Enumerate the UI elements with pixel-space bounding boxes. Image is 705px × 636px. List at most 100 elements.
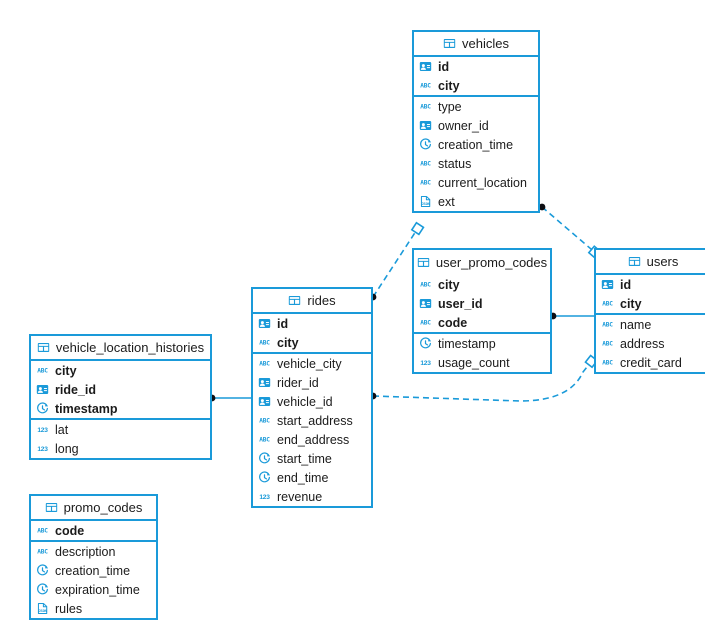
abc-text-icon: ABC (419, 316, 432, 329)
column-name-label: id (277, 316, 289, 331)
column-name-label: city (620, 296, 642, 311)
column-row-timestamp[interactable]: timestamp (414, 334, 550, 353)
abc-text-icon: ABC (601, 297, 614, 310)
svg-text:ABC: ABC (37, 368, 48, 375)
column-name-label: creation_time (438, 137, 514, 152)
svg-text:ABC: ABC (259, 361, 270, 368)
column-row-long[interactable]: 123 long (31, 439, 210, 458)
column-name-label: long (55, 441, 79, 456)
column-name-label: code (438, 315, 468, 330)
column-row-creation_time[interactable]: creation_time (31, 561, 156, 580)
column-name-label: start_time (277, 451, 332, 466)
table-name-label: rides (307, 293, 336, 308)
column-row-type[interactable]: ABC type (414, 97, 538, 116)
column-row-creation_time[interactable]: creation_time (414, 135, 538, 154)
column-name-label: id (620, 277, 632, 292)
column-name-label: rules (55, 601, 83, 616)
column-name-label: user_id (438, 296, 483, 311)
key-row-city[interactable]: ABC city (596, 294, 705, 313)
column-row-name[interactable]: ABC name (596, 315, 705, 334)
svg-text:123: 123 (37, 446, 48, 453)
column-row-rider_id[interactable]: rider_id (253, 373, 371, 392)
column-name-label: end_address (277, 432, 350, 447)
id-badge-icon (419, 119, 432, 132)
column-name-label: timestamp (55, 401, 118, 416)
column-row-vehicle_id[interactable]: vehicle_id (253, 392, 371, 411)
id-badge-icon (601, 278, 614, 291)
abc-text-icon: ABC (419, 278, 432, 291)
key-row-id[interactable]: id (414, 57, 538, 76)
key-row-user_id[interactable]: user_id (414, 294, 550, 313)
column-name-label: type (438, 99, 462, 114)
column-name-label: name (620, 317, 652, 332)
svg-text:ABC: ABC (37, 528, 48, 535)
json-doc-icon: JSON (419, 195, 432, 208)
column-name-label: rider_id (277, 375, 319, 390)
column-row-status[interactable]: ABC status (414, 154, 538, 173)
num-123-icon: 123 (419, 356, 432, 369)
key-row-timestamp[interactable]: timestamp (31, 399, 210, 418)
column-row-end_time[interactable]: end_time (253, 468, 371, 487)
table-grid-icon (45, 501, 58, 514)
column-row-expiration_time[interactable]: expiration_time (31, 580, 156, 599)
column-name-label: usage_count (438, 355, 510, 370)
column-row-owner_id[interactable]: owner_id (414, 116, 538, 135)
svg-text:ABC: ABC (602, 341, 613, 348)
column-name-label: city (438, 78, 460, 93)
key-row-id[interactable]: id (596, 275, 705, 294)
clock-icon (36, 583, 49, 596)
column-row-usage_count[interactable]: 123 usage_count (414, 353, 550, 372)
column-name-label: end_time (277, 470, 329, 485)
abc-text-icon: ABC (419, 157, 432, 170)
id-badge-icon (258, 317, 271, 330)
svg-text:ABC: ABC (420, 104, 431, 111)
table-title-user_promo_codes: user_promo_codes (414, 250, 550, 275)
column-name-label: status (438, 156, 472, 171)
id-badge-icon (419, 297, 432, 310)
clock-icon (258, 452, 271, 465)
key-row-ride_id[interactable]: ride_id (31, 380, 210, 399)
id-badge-icon (419, 60, 432, 73)
num-123-icon: 123 (258, 490, 271, 503)
abc-text-icon: ABC (419, 100, 432, 113)
key-row-code[interactable]: ABC code (414, 313, 550, 332)
abc-text-icon: ABC (258, 357, 271, 370)
id-badge-icon (258, 376, 271, 389)
column-row-start_time[interactable]: start_time (253, 449, 371, 468)
key-row-id[interactable]: id (253, 314, 371, 333)
abc-text-icon: ABC (601, 318, 614, 331)
table-title-promo_codes: promo_codes (31, 496, 156, 521)
table-grid-icon (37, 341, 50, 354)
column-section: timestamp 123 usage_count (414, 334, 550, 372)
column-name-label: credit_card (620, 355, 682, 370)
